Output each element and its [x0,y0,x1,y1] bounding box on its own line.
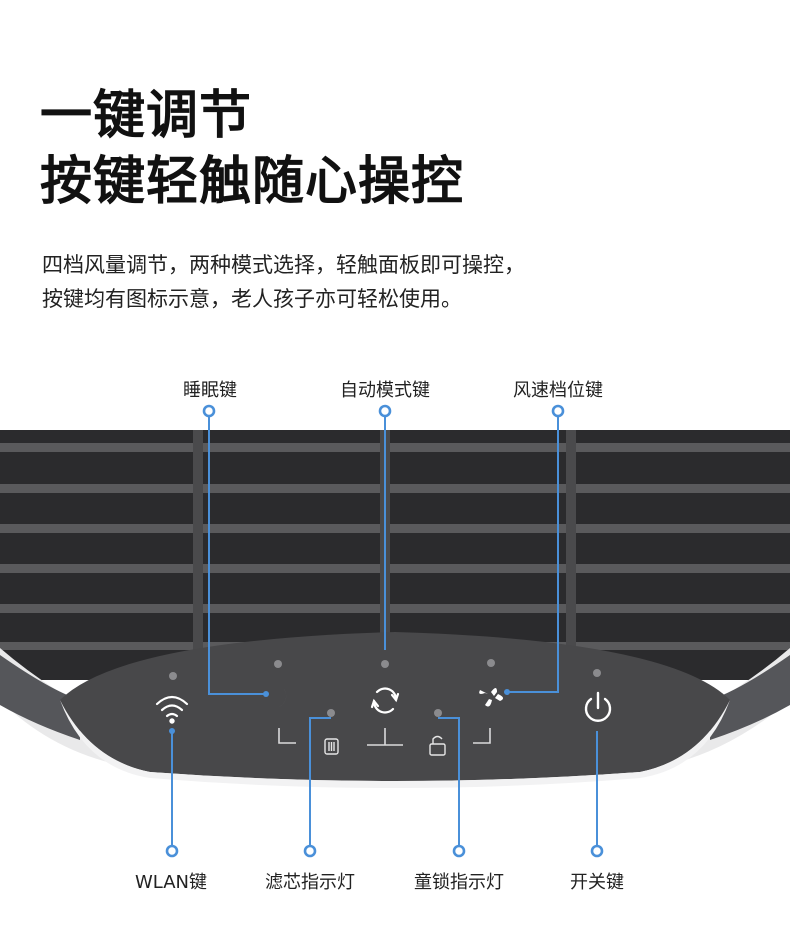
fan-mode-bracket [473,728,491,744]
sleep-callout-marker [202,404,216,418]
sleep-mode-bracket [278,728,296,744]
lock-led [434,709,442,717]
moon-icon[interactable] [266,688,287,708]
heading-line-2: 按键轻触随心操控 [40,152,465,212]
wlan-callout-marker [165,844,179,858]
panel-body [60,632,730,781]
auto-mode-button-label: 自动模式键 [340,380,430,401]
power-callout-marker [590,844,604,858]
callout-lines [171,411,598,849]
filter-callout-marker [303,844,317,858]
refresh-icon[interactable] [370,687,400,714]
power-icon[interactable] [584,691,612,722]
auto-callout-marker [378,404,392,418]
fan-callout-marker [551,404,565,418]
filter-indicator-label: 滤芯指示灯 [265,872,355,893]
fan-icon[interactable] [479,688,504,707]
sleep-button-label: 睡眠键 [183,380,237,401]
child-lock-indicator-label: 童锁指示灯 [414,872,504,893]
wlan-led [169,672,177,680]
filter-led [327,709,335,717]
lock-icon [429,735,446,756]
heading-line-1: 一键调节 [40,86,253,146]
sleep-led [274,660,282,668]
description-line-1: 四档风量调节，两种模式选择，轻触面板即可操控， [42,253,525,277]
description-line-2: 按键均有图标示意，老人孩子亦可轻松使用。 [42,287,462,311]
fan-led [487,659,495,667]
auto-led [381,660,389,668]
fan-speed-button-label: 风速档位键 [513,380,603,401]
power-button-label: 开关键 [570,872,624,893]
panel-frame-right [710,655,790,740]
filter-icon [324,738,339,755]
panel-frame-left [0,655,80,740]
wlan-button-label: WLAN键 [134,872,208,893]
auto-mode-bracket [367,728,403,746]
wifi-icon[interactable] [155,695,189,724]
lock-callout-marker [452,844,466,858]
power-led [593,669,601,677]
